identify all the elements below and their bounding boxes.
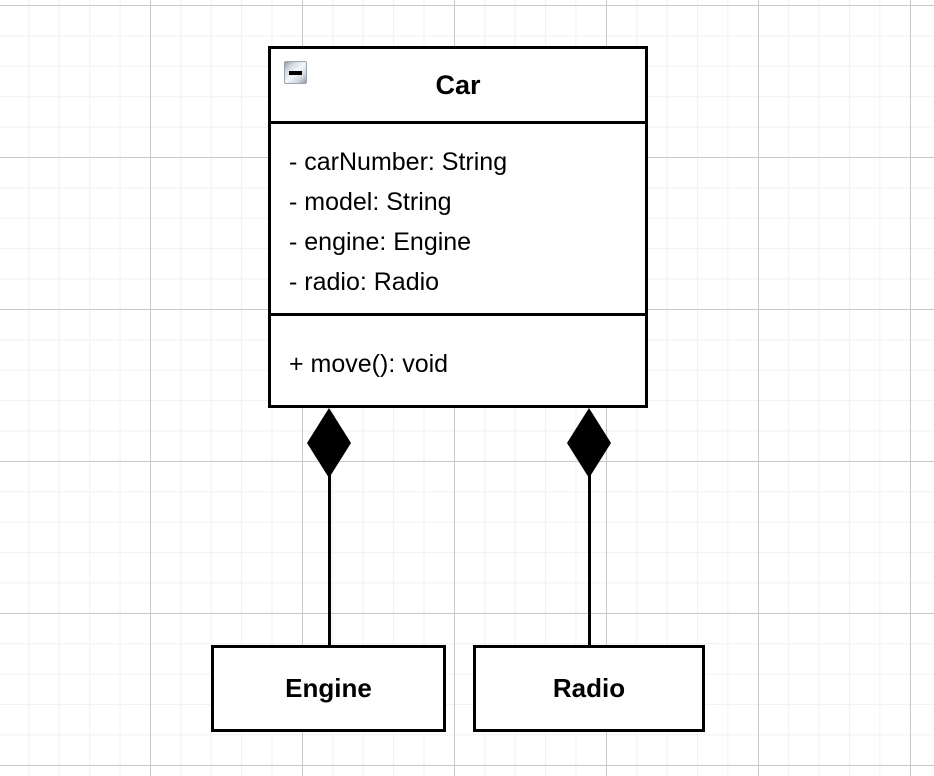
class-box-engine[interactable]: Engine — [211, 645, 446, 732]
attribute-row: - carNumber: String — [289, 148, 508, 176]
minus-bar-glyph — [289, 70, 302, 75]
method-row: + move(): void — [289, 350, 449, 378]
class-box-radio[interactable]: Radio — [473, 645, 705, 732]
composition-edge-car-engine[interactable] — [328, 455, 331, 647]
class-methods-car: + move(): void — [271, 313, 645, 405]
class-name-radio: Radio — [552, 673, 626, 703]
attribute-row: - model: String — [289, 188, 452, 216]
class-attributes-car: - carNumber: String - model: String - en… — [271, 121, 645, 313]
composition-edge-car-radio[interactable] — [588, 455, 591, 647]
composition-diamond-car-engine — [307, 408, 351, 443]
composition-diamond-car-radio — [567, 408, 611, 443]
class-box-car[interactable]: Car - carNumber: String - model: String … — [268, 46, 648, 408]
attribute-row: - engine: Engine — [289, 228, 472, 256]
class-name-car: Car — [435, 69, 481, 100]
composition-diamond-car-engine — [307, 443, 351, 478]
composition-diamond-car-radio — [567, 443, 611, 478]
class-name-engine: Engine — [285, 673, 372, 703]
collapse-minus-icon[interactable] — [284, 61, 307, 84]
attribute-row: - radio: Radio — [289, 268, 440, 296]
class-header-car: Car — [271, 49, 645, 121]
